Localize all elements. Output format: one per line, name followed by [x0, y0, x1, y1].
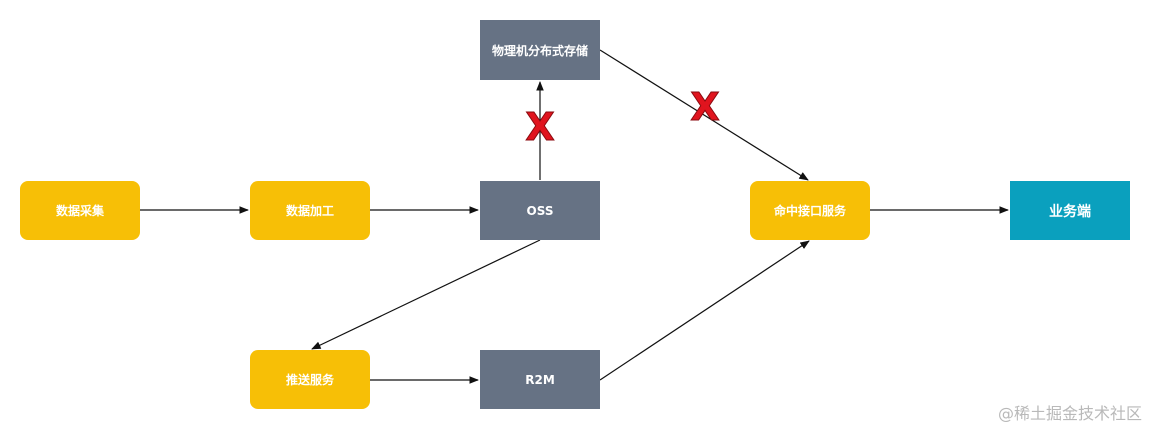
node-push-service: 推送服务	[250, 350, 370, 409]
node-r2m: R2M	[480, 350, 600, 409]
node-data-collection: 数据采集	[20, 181, 140, 240]
node-hit-api-service: 命中接口服务	[750, 181, 870, 240]
node-data-processing: 数据加工	[250, 181, 370, 240]
edge-r2m-to-hit-service	[599, 240, 810, 381]
blocked-mark-oss-storage: X	[525, 105, 554, 149]
edge-oss-to-push-service	[311, 239, 541, 350]
edge-physical-storage-to-hit-service	[599, 49, 809, 181]
blocked-mark-storage-hit-service: X	[690, 85, 719, 129]
node-business-end: 业务端	[1010, 181, 1130, 240]
node-oss: OSS	[480, 181, 600, 240]
node-physical-storage: 物理机分布式存储	[480, 20, 600, 80]
watermark: @稀土掘金技术社区	[997, 404, 1142, 423]
